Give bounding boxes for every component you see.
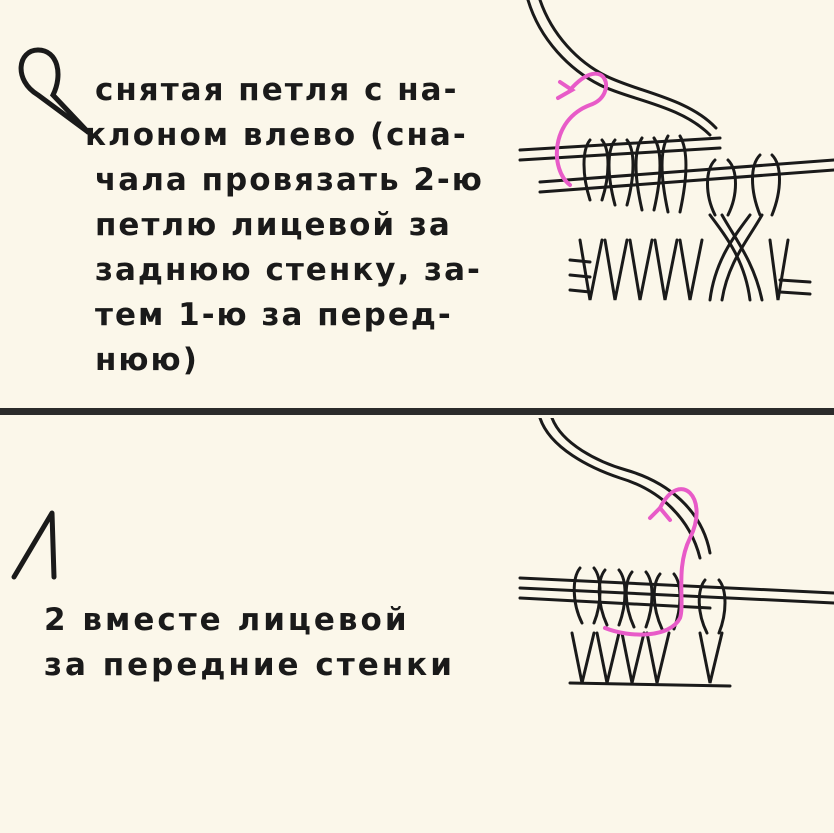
text-line: тем 1-ю за перед-: [95, 297, 453, 333]
text-line: 2 вместе лицевой: [44, 602, 410, 638]
text-line: за передние стенки: [44, 647, 455, 683]
top-description: снятая петля с на- клоном влево (сна- ча…: [85, 68, 484, 383]
text-line: клоном влево (сна-: [85, 117, 468, 153]
text-line: нюю): [95, 342, 199, 378]
slipped-stitch-illustration: [518, 0, 834, 302]
slipped-stitch-loop-icon: [18, 47, 91, 135]
bottom-description: 2 вместе лицевой за передние стенки: [44, 598, 455, 688]
text-line: чала провязать 2-ю: [95, 162, 484, 198]
text-line: петлю лицевой за: [95, 207, 452, 243]
text-line: снятая петля с на-: [95, 72, 459, 108]
knit-two-together-illustration: [518, 418, 834, 688]
text-line: заднюю стенку, за-: [95, 252, 482, 288]
knit-two-together-icon: [11, 510, 57, 580]
top-section: снятая петля с на- клоном влево (сна- ча…: [0, 0, 834, 410]
section-divider: [0, 408, 834, 415]
